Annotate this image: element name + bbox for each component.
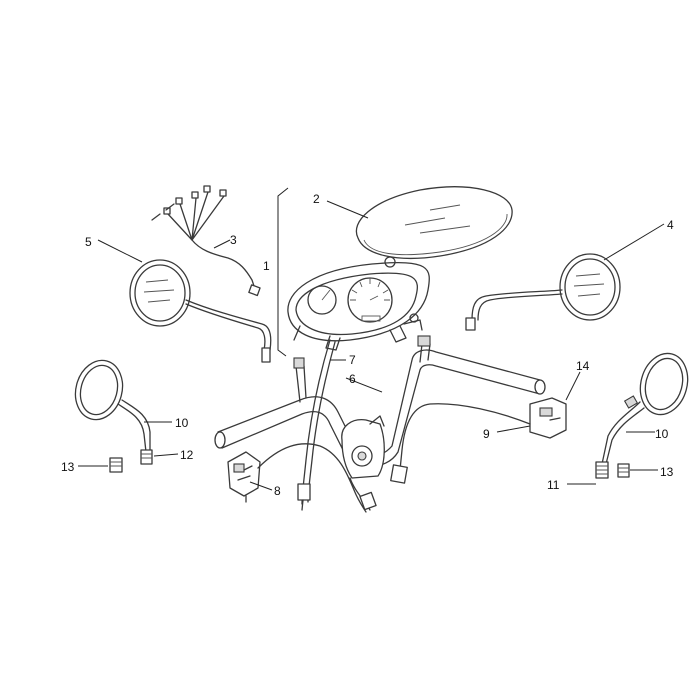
left-mirror [129,259,272,363]
callout-4: 4 [667,218,674,232]
right-handlebar-switch [390,397,567,484]
callout-2: 2 [313,192,320,206]
callout-labels: 1 2 3 4 5 6 7 8 9 10 10 11 12 13 13 14 [61,192,674,498]
callout-14: 14 [576,359,590,373]
lower-left-mirror [74,359,153,465]
callout-9: 9 [483,427,490,441]
callout-12: 12 [180,448,194,462]
callout-11: 11 [547,478,560,492]
center-lock-assembly [341,415,385,511]
left-mirror-nut [109,457,123,473]
wiring-harness [151,185,261,297]
callout-8: 8 [274,484,281,498]
callout-1: 1 [263,259,270,273]
callout-10-left: 10 [175,416,189,430]
instrument-lens [355,186,513,260]
left-handlebar-switch [227,443,367,513]
callout-13-left: 13 [61,460,75,474]
callout-13-right: 13 [660,465,674,479]
group-bracket-1 [277,187,289,357]
right-mirror-nut [617,463,630,478]
lower-right-mirror [595,352,689,479]
callout-6: 6 [349,372,356,386]
leader-lines [78,200,665,491]
right-mirror [465,253,621,331]
instrument-cluster [287,256,430,351]
speedometer-cable [297,339,336,511]
callout-10-right: 10 [655,427,669,441]
callout-5: 5 [85,235,92,249]
callout-7: 7 [349,353,356,367]
callout-3: 3 [230,233,237,247]
